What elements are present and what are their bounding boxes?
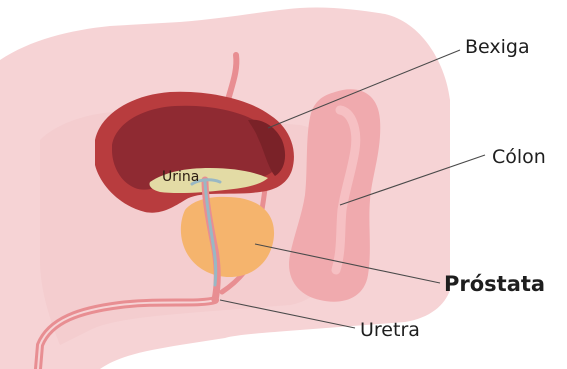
bladder-label: Bexiga (465, 36, 530, 58)
colon-label: Cólon (492, 146, 546, 168)
urethra-label: Uretra (360, 319, 420, 341)
urine-label: Urina (162, 169, 199, 185)
prostate-label: Próstata (444, 272, 545, 296)
